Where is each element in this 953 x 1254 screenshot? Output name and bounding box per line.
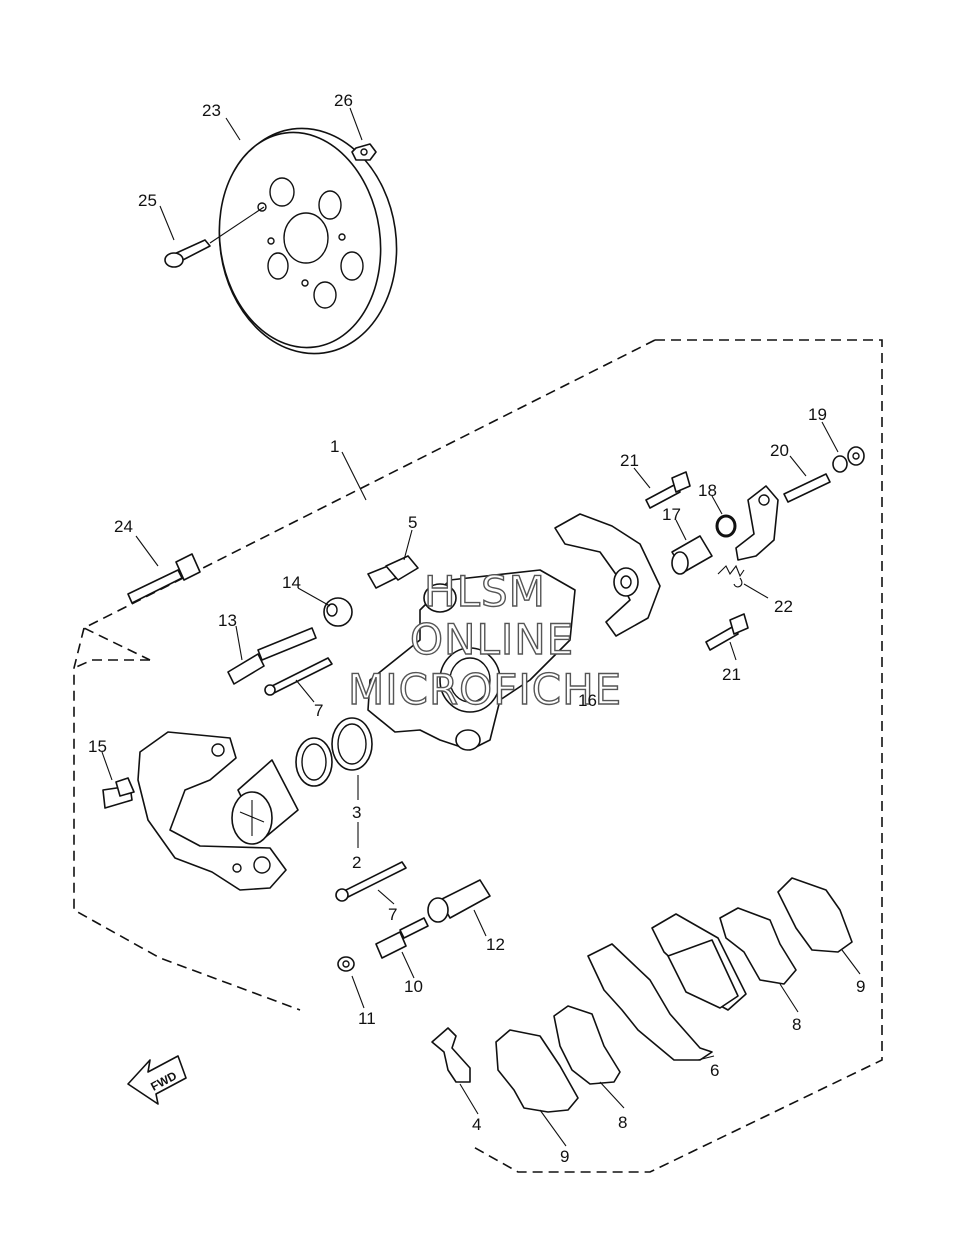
- callout-2: 2: [352, 853, 361, 872]
- callout-9-left: 9: [560, 1147, 569, 1166]
- o-ring: [715, 514, 737, 538]
- bleed-screw: [367, 555, 419, 589]
- callout-16: 16: [578, 691, 597, 710]
- callout-7-upper: 7: [314, 701, 323, 720]
- caliper-support-bracket: [137, 731, 287, 891]
- callout-6: 6: [710, 1061, 719, 1080]
- disc-bolt: [164, 206, 265, 268]
- bracket-bolt-lower: [705, 613, 749, 651]
- callout-12: 12: [486, 935, 505, 954]
- pad-pin-lower: [335, 861, 407, 902]
- bracket-bolt: [102, 777, 135, 809]
- pin-boot: [323, 597, 353, 627]
- brake-disc: [218, 127, 398, 355]
- callout-8-right: 8: [792, 1015, 801, 1034]
- callout-5: 5: [408, 513, 417, 532]
- callout-18: 18: [698, 481, 717, 500]
- adjuster: [671, 535, 713, 575]
- caliper-bracket: [554, 513, 661, 637]
- callout-21-upper: 21: [620, 451, 639, 470]
- callout-23: 23: [202, 101, 221, 120]
- callout-20: 20: [770, 441, 789, 460]
- callout-8-left: 8: [618, 1113, 627, 1132]
- bracket-bolt-upper: [645, 471, 691, 509]
- watermark-line2: ONLINE: [410, 615, 574, 664]
- pad-shim-right: [777, 877, 853, 953]
- caliper-body: [367, 569, 576, 751]
- pad-shim-left: [495, 1029, 579, 1113]
- callout-10: 10: [404, 977, 423, 996]
- callout-22: 22: [774, 597, 793, 616]
- slide-pin: [375, 917, 429, 959]
- brake-pad-set: [587, 913, 747, 1061]
- disc-nut: [351, 143, 377, 161]
- callout-11: 11: [358, 1009, 376, 1028]
- long-bolt: [127, 553, 201, 604]
- adjuster-screw: [783, 473, 831, 503]
- pad-pin-upper: [264, 657, 333, 696]
- callout-7-lower: 7: [388, 905, 397, 924]
- pad-plate-right: [719, 907, 797, 985]
- lock-nuts: [832, 446, 865, 473]
- assembly-boundary-inner: [73, 659, 150, 669]
- callout-1: 1: [330, 437, 339, 456]
- callout-15: 15: [88, 737, 107, 756]
- callout-19: 19: [808, 405, 827, 424]
- callout-labels: 1 2 3 4 5 6 7 7 8 8 9 9 10 11 12 13 14 1…: [88, 91, 865, 1166]
- watermark: HLSM ONLINE MICROFICHE: [347, 566, 622, 714]
- assembly-boundary: [73, 339, 883, 1173]
- leader-lines: [101, 107, 861, 1147]
- callout-14: 14: [282, 573, 301, 592]
- fwd-arrow: FWD: [127, 1055, 187, 1105]
- callout-3: 3: [352, 803, 361, 822]
- guide-pin: [227, 627, 317, 685]
- callout-13: 13: [218, 611, 237, 630]
- watermark-line3: MICROFICHE: [348, 665, 622, 714]
- piston: [231, 759, 299, 845]
- callout-9-right: 9: [856, 977, 865, 996]
- callout-17: 17: [662, 505, 681, 524]
- adjuster-lever: [735, 485, 779, 561]
- pad-plate-left: [553, 1005, 621, 1085]
- sleeve: [427, 879, 491, 923]
- callout-24: 24: [114, 517, 133, 536]
- return-spring: [717, 564, 745, 588]
- piston-seal: [295, 717, 373, 787]
- callout-4: 4: [472, 1115, 481, 1134]
- callout-21-lower: 21: [722, 665, 741, 684]
- pad-pin-clip: [431, 1027, 471, 1083]
- callout-25: 25: [138, 191, 157, 210]
- callout-26: 26: [334, 91, 353, 110]
- watermark-line1: HLSM: [424, 567, 546, 616]
- circlip: [337, 956, 355, 972]
